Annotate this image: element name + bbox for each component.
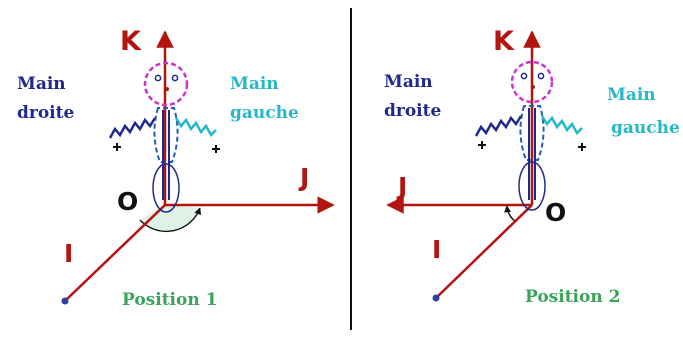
axis-i-label-1: I	[64, 239, 73, 268]
i-axis-end-1	[61, 297, 69, 305]
panel-2: K J I O Main droite Main gauche Position…	[384, 26, 680, 307]
axis-j-label-2: J	[396, 172, 407, 201]
left-hand-label-line1-2: Main	[607, 85, 656, 105]
right-arm-icon-2	[474, 115, 523, 149]
position-label-2: Position 2	[525, 287, 620, 307]
origin-label-1: O	[117, 187, 138, 216]
body-icon-1	[152, 107, 180, 213]
axis-j-label-1: J	[298, 163, 309, 192]
body-icon-2	[518, 105, 546, 211]
panel-1: K J I O Main droite Main gauche Position…	[17, 26, 335, 310]
right-hand-label-line2-2: droite	[384, 101, 441, 121]
rotation-arc-1	[140, 205, 200, 232]
right-hand-label-line1-2: Main	[384, 72, 433, 92]
right-hand-label-line1-1: Main	[17, 74, 66, 94]
left-hand-label-line2-1: gauche	[230, 103, 299, 123]
axis-k-label-2: K	[493, 26, 515, 57]
left-hand-label-line2-2: gauche	[611, 118, 680, 138]
right-hand-label-line2-1: droite	[17, 103, 74, 123]
position-label-1: Position 1	[122, 290, 217, 310]
rotation-arc-outline-2	[504, 205, 517, 223]
right-arm-icon-1	[108, 117, 157, 151]
i-axis-end-2	[432, 294, 440, 302]
head-icon-1	[143, 61, 189, 107]
axis-i-label-2: I	[432, 235, 441, 264]
i-axis-2	[436, 204, 533, 298]
left-arm-icon-1	[174, 117, 220, 153]
left-arm-icon-2	[540, 115, 586, 151]
left-hand-label-line1-1: Main	[230, 74, 279, 94]
rotation-arc-outline-1	[139, 207, 202, 233]
axis-k-label-1: K	[120, 26, 142, 57]
head-icon-2	[510, 60, 554, 104]
i-axis-1	[65, 204, 166, 301]
origin-label-2: O	[545, 198, 566, 227]
